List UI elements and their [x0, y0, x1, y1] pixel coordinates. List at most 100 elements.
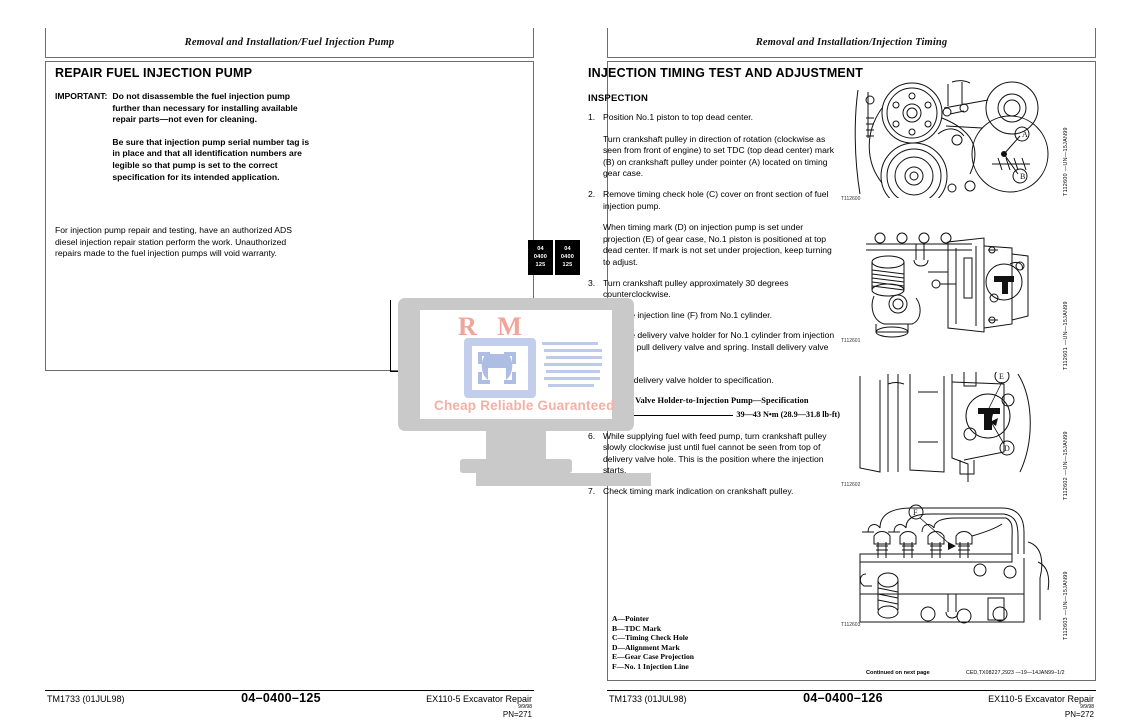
- left-footer-machine-text: EX110-5 Excavator Repair: [426, 694, 532, 704]
- legend-item-f: F—No. 1 Injection Line: [612, 661, 689, 671]
- index-tab-1-line1: 04: [537, 246, 544, 252]
- important-notice: IMPORTANT: Do not disassemble the fuel i…: [55, 91, 355, 194]
- specification-title: Delivery Valve Holder-to-Injection Pump—…: [602, 395, 809, 405]
- svg-text:F: F: [913, 508, 918, 517]
- step-3: 3. Turn crankshaft pulley approximately …: [588, 278, 840, 301]
- svg-text:B: B: [1020, 172, 1025, 181]
- index-tab-2-line1: 04: [564, 246, 571, 252]
- left-footer-machine: EX110-5 Excavator Repair 9/9/98 PN=271: [426, 694, 532, 719]
- step-4: 4. Remove injection line (F) from No.1 c…: [588, 310, 840, 322]
- right-footer-machine: EX110-5 Excavator Repair 9/9/98 PN=272: [988, 694, 1094, 719]
- step-7-paragraph-1: Check timing mark indication on cranksha…: [603, 486, 794, 497]
- illustration-injection-lines: F: [852, 502, 1057, 627]
- index-tab-1-line2: 0400: [533, 254, 548, 260]
- step-1: 1. Position No.1 piston to top dead cent…: [588, 112, 840, 180]
- index-tab-2-line3: 125: [562, 262, 573, 268]
- specification-row: Torque 39—43 N•m (28.9—31.8 lb-ft): [588, 410, 840, 419]
- index-tab-1-line3: 125: [535, 262, 546, 268]
- spec-spacer: [588, 419, 840, 431]
- left-section-title: REPAIR FUEL INJECTION PUMP: [55, 66, 253, 80]
- step-7: 7. Check timing mark indication on crank…: [588, 486, 840, 498]
- illustration-timing-marks: E D: [852, 372, 1057, 482]
- svg-text:D: D: [1004, 444, 1010, 453]
- illustration-tag-4: T112603: [841, 622, 861, 628]
- step-1-number: 1.: [588, 112, 596, 122]
- step-5: 5. Remove delivery valve holder for No.1…: [588, 330, 840, 386]
- specification-name: Torque: [588, 409, 612, 419]
- figure-id-2: T112601 —UN—15JAN99: [1063, 301, 1069, 370]
- illustration-tag-3: T112602: [841, 482, 861, 488]
- continued-on-next-page: Continued on next page: [866, 670, 930, 676]
- left-page: Removal and Installation/Fuel Injection …: [45, 28, 580, 719]
- important-label: IMPORTANT:: [55, 91, 108, 101]
- step-2-paragraph-1: Remove timing check hole (C) cover on fr…: [603, 188, 829, 211]
- step-6-text: While supplying fuel with feed pump, tur…: [603, 431, 840, 477]
- important-paragraph-1: Do not disassemble the fuel injection pu…: [112, 91, 298, 125]
- step-5-number: 5.: [588, 330, 596, 341]
- step-3-number: 3.: [588, 277, 596, 288]
- right-footer-page-code: 04–0400–126: [803, 691, 883, 705]
- step-7-number: 7.: [588, 486, 596, 497]
- svg-text:E: E: [999, 372, 1004, 381]
- right-running-header: Removal and Installation/Injection Timin…: [755, 37, 948, 48]
- illustration-tag-1: T112600: [841, 196, 861, 202]
- step-6-number: 6.: [588, 430, 596, 441]
- illustration-injection-pump: [852, 228, 1057, 340]
- right-footer-rule: [607, 690, 1096, 691]
- step-5-paragraph-2: Tighten delivery valve holder to specifi…: [603, 375, 774, 386]
- right-reference-code: CED,TX08227,2923 —19—14JAN99–1/2: [966, 670, 1065, 676]
- left-content-frame: [45, 61, 534, 371]
- step-3-paragraph-1: Turn crankshaft pulley approximately 30 …: [603, 277, 789, 300]
- step-4-text: Remove injection line (F) from No.1 cyli…: [603, 310, 772, 322]
- step-4-number: 4.: [588, 309, 596, 320]
- step-7-text: Check timing mark indication on cranksha…: [603, 486, 793, 498]
- important-body: Do not disassemble the fuel injection pu…: [112, 91, 317, 194]
- step-1-paragraph-2: Turn crankshaft pulley in direction of r…: [603, 133, 835, 179]
- specification-dot-leader: [614, 414, 734, 416]
- step-2-text: Remove timing check hole (C) cover on fr…: [603, 189, 840, 269]
- legend-item-d: D—Alignment Mark: [612, 642, 680, 652]
- left-running-header: Removal and Installation/Fuel Injection …: [184, 37, 395, 48]
- right-header-box: Removal and Installation/Injection Timin…: [607, 28, 1096, 58]
- step-2-paragraph-2: When timing mark (D) on injection pump i…: [603, 222, 832, 267]
- legend-item-e: E—Gear Case Projection: [612, 652, 694, 662]
- figure-id-3: T112602 —UN—15JAN99: [1063, 431, 1069, 500]
- legend-item-a: A—Pointer: [612, 614, 650, 623]
- right-footer-pn: PN=272: [1064, 710, 1094, 719]
- right-section-title: INJECTION TIMING TEST AND ADJUSTMENT: [588, 66, 864, 80]
- left-footer-date: 9/9/98: [518, 704, 532, 710]
- right-footer-date: 9/9/98: [1080, 704, 1094, 710]
- index-tab-2-line2: 0400: [560, 254, 575, 260]
- left-footer-rule: [45, 690, 534, 691]
- step-2: 2. Remove timing check hole (C) cover on…: [588, 189, 840, 269]
- step-6-paragraph-1: While supplying fuel with feed pump, tur…: [603, 430, 827, 476]
- illustration-crankshaft-pulley: A B: [852, 78, 1057, 198]
- index-tab-2: 04 0400 125: [555, 240, 580, 275]
- illustration-tag-2: T112601: [841, 338, 861, 344]
- index-tab-1: 04 0400 125: [528, 240, 553, 275]
- index-tab-group: 04 0400 125 04 0400 125: [528, 240, 580, 275]
- reference-leader-line: [390, 371, 525, 372]
- legend-item-c: C—Timing Check Hole: [612, 633, 689, 643]
- specification-value: 39—43 N•m (28.9—31.8 lb-ft): [736, 409, 840, 419]
- legend-item-b: B—TDC Mark: [612, 623, 662, 633]
- step-4-paragraph-1: Remove injection line (F) from No.1 cyli…: [603, 309, 773, 320]
- left-header-box: Removal and Installation/Fuel Injection …: [45, 28, 534, 58]
- procedure-step-list: 1. Position No.1 piston to top dead cent…: [588, 112, 840, 507]
- step-5-paragraph-1: Remove delivery valve holder for No.1 cy…: [603, 330, 835, 364]
- right-footer-manual-number: TM1733 (01JUL98): [609, 694, 687, 704]
- inspection-subtitle: INSPECTION: [588, 93, 649, 104]
- step-1-paragraph-1: Position No.1 piston to top dead center.: [603, 112, 754, 122]
- left-footer-page-code: 04–0400–125: [241, 691, 321, 705]
- left-body-paragraph: For injection pump repair and testing, h…: [55, 225, 292, 259]
- left-reference-code: CED,OUO1004,120 —19—19MAR98—1/1: [425, 362, 527, 368]
- important-paragraph-2: Be sure that injection pump serial numbe…: [112, 136, 310, 182]
- callout-legend: A—Pointer B—TDC Mark C—Timing Check Hole…: [612, 614, 694, 672]
- step-6: 6. While supplying fuel with feed pump, …: [588, 431, 840, 477]
- step-1-text: Position No.1 piston to top dead center.…: [603, 112, 840, 180]
- step-5-text: Remove delivery valve holder for No.1 cy…: [603, 330, 840, 386]
- left-footer-pn: PN=271: [502, 710, 532, 719]
- reference-leader-line-vertical: [390, 300, 391, 372]
- specification-block: Delivery Valve Holder-to-Injection Pump—…: [588, 396, 840, 419]
